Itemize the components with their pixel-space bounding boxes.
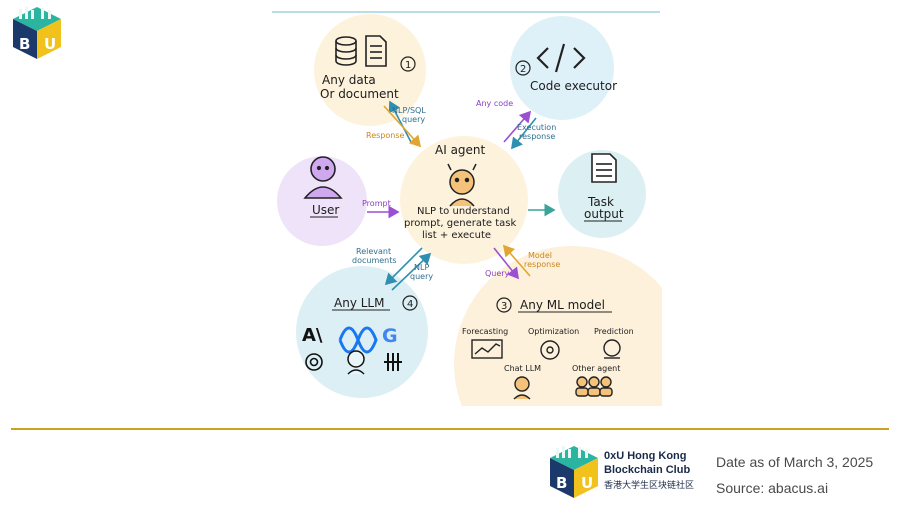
center-desc-2: prompt, generate task	[404, 218, 516, 229]
user-node-label: User	[312, 203, 339, 217]
code-icon	[536, 43, 586, 73]
code-node-label: Code executor	[530, 79, 617, 93]
label-relevant-1: Relevant	[356, 247, 391, 256]
ai-agent-diagram: Any data Or document 1 2 Code executor U…	[277, 14, 662, 406]
anthropic-logo-icon: A\	[302, 325, 323, 346]
ml-item-forecasting: Forecasting	[462, 327, 508, 336]
ml-item-prediction: Prediction	[594, 327, 634, 336]
other-agent-group-icon	[575, 376, 613, 397]
arrow-nlp-sql	[388, 100, 413, 145]
prediction-ball-icon	[603, 339, 621, 359]
arrow-execution	[511, 117, 537, 150]
code-node-number: 2	[520, 64, 526, 75]
svg-text:U: U	[581, 474, 593, 492]
task-node-label-2: output	[584, 207, 624, 221]
data-node-label-1: Any data	[322, 73, 376, 87]
chat-llm-robot-icon	[513, 376, 531, 400]
source-note: Source: abacus.ai	[716, 480, 829, 496]
ml-node-circle	[454, 246, 662, 406]
club-logo-top: B U	[11, 5, 63, 61]
center-desc-3: list + execute	[422, 230, 491, 241]
user-node-circle	[277, 156, 367, 246]
arrow-query	[493, 247, 519, 280]
meta-logo-icon	[338, 326, 378, 354]
svg-text:B: B	[556, 474, 567, 492]
label-model-response-2: response	[524, 260, 560, 269]
openai-logo-icon	[305, 353, 323, 371]
ml-item-chat-llm: Chat LLM	[504, 364, 541, 373]
arrow-any-code	[503, 110, 532, 143]
club-name-line1: 0xU Hong Kong	[604, 450, 687, 462]
task-node-circle	[558, 150, 646, 238]
label-nlp-query-2: query	[410, 272, 433, 281]
club-logo-footer: B U	[548, 444, 600, 500]
svg-text:U: U	[44, 35, 56, 53]
svg-text:B: B	[19, 35, 30, 53]
task-node-label-1: Task	[587, 195, 614, 209]
arrow-model-response	[502, 244, 531, 277]
label-nlp-sql-1: NLP/SQL	[392, 106, 426, 115]
footer-divider	[11, 428, 889, 430]
top-divider	[272, 11, 660, 13]
label-execution-1: Execution	[517, 123, 556, 132]
label-execution-2: response	[519, 132, 555, 141]
label-model-response-1: Model	[528, 251, 552, 260]
center-desc-1: NLP to understand	[417, 206, 510, 217]
mistral-logo-icon	[384, 353, 402, 371]
task-document-icon	[591, 153, 617, 183]
ml-item-optimization: Optimization	[528, 327, 579, 336]
ml-item-other-agent: Other agent	[572, 364, 620, 373]
ml-node-label: Any ML model	[520, 298, 605, 312]
ollama-logo-icon	[347, 350, 365, 375]
label-nlp-sql-2: query	[402, 115, 425, 124]
date-note: Date as of March 3, 2025	[716, 454, 874, 470]
ml-node-number: 3	[501, 301, 507, 312]
forecasting-chart-icon	[471, 339, 503, 359]
robot-icon	[447, 163, 477, 207]
label-nlp-query-1: NLP	[414, 263, 429, 272]
document-icon	[365, 35, 387, 67]
label-prompt: Prompt	[362, 199, 391, 208]
llm-node-number: 4	[407, 299, 413, 310]
center-title: AI agent	[435, 143, 486, 157]
code-node-circle	[510, 16, 614, 120]
data-node-label-2: Or document	[320, 87, 399, 101]
user-icon	[303, 156, 343, 199]
club-name-chinese: 香港大学生区块链社区	[604, 481, 695, 491]
label-query: Query	[485, 269, 510, 278]
optimization-gear-icon	[540, 340, 560, 360]
arrow-nlp-query	[391, 252, 432, 291]
database-icon	[335, 36, 357, 66]
arrow-relevant	[384, 247, 423, 286]
data-node-number: 1	[405, 60, 411, 71]
llm-node-label: Any LLM	[334, 296, 384, 310]
arrow-response	[383, 105, 422, 148]
data-node-circle	[314, 14, 426, 126]
google-logo-icon: G	[382, 325, 398, 347]
label-any-code: Any code	[476, 99, 513, 108]
label-relevant-2: documents	[352, 256, 397, 265]
club-name-line2: Blockchain Club	[604, 464, 691, 476]
label-response: Response	[366, 131, 405, 140]
